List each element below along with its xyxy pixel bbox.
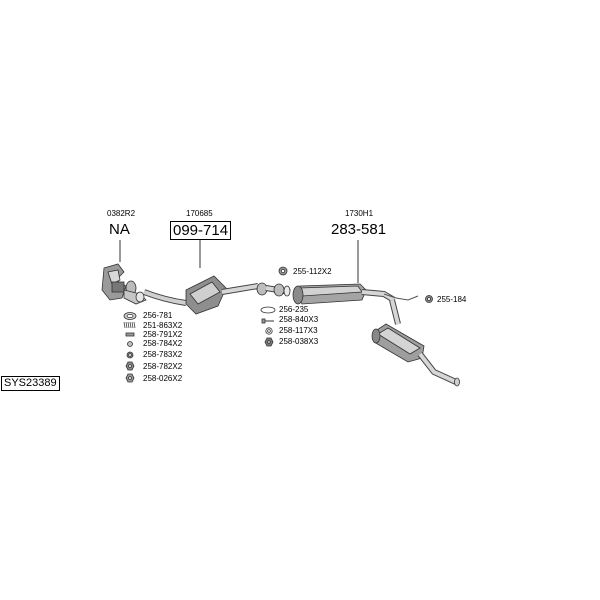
nut-icon — [125, 361, 135, 371]
silencer-part-number: 283-581 — [331, 221, 387, 238]
fitting-middle-label-3: 258-117X3 — [279, 326, 318, 335]
fitting-left-label-4: 258-784X2 — [143, 339, 183, 348]
fitting-left-label-3: 258-791X2 — [143, 330, 183, 339]
connector-drawing — [265, 283, 291, 297]
fitting-left-label-7: 258-026X2 — [143, 374, 183, 383]
fitting-left-label-6: 258-782X2 — [143, 362, 183, 371]
system-code-label: SYS23389 — [1, 376, 60, 391]
hex-nut-icon — [125, 373, 135, 383]
fitting-middle-label-1: 256-235 — [279, 305, 309, 314]
fitting-middle-label-2: 258-840X3 — [279, 315, 319, 324]
silencer-drawing — [292, 283, 419, 305]
rear-silencer-drawing — [371, 299, 460, 387]
spring-washer-icon — [126, 351, 134, 359]
fitting-top-label: 255-112X2 — [293, 267, 332, 276]
front-pipe-part-number: NA — [109, 221, 130, 238]
front-pipe-drawing — [101, 263, 147, 305]
nut-icon-2 — [264, 337, 274, 347]
front-pipe-ref: 0382R2 — [107, 209, 136, 218]
silencer-ref: 1730H1 — [345, 209, 374, 218]
gasket-ring-icon — [123, 312, 137, 320]
fittings-middle-icons — [260, 306, 276, 347]
catalyst-drawing — [142, 275, 268, 315]
fitting-left-label-5: 258-783X2 — [143, 350, 183, 359]
fitting-left-label-2: 251-863X2 — [143, 321, 183, 330]
fittings-left-icons — [123, 312, 137, 383]
spring-icon — [123, 321, 136, 329]
fitting-right-label: 255-184 — [437, 295, 467, 304]
hanger-top-icon — [278, 266, 288, 276]
catalyst-ref: 170685 — [186, 209, 213, 218]
hanger-right-icon — [425, 295, 433, 303]
bolt-icon — [125, 332, 135, 337]
washer-icon-2 — [265, 327, 273, 335]
gasket-ring-icon-2 — [260, 306, 276, 314]
fitting-left-label-1: 256-781 — [143, 311, 173, 320]
fitting-middle-label-4: 258-038X3 — [279, 337, 319, 346]
washer-icon — [127, 341, 133, 347]
catalyst-part-number: 099-714 — [170, 221, 232, 240]
bolt-icon-2 — [261, 318, 274, 324]
